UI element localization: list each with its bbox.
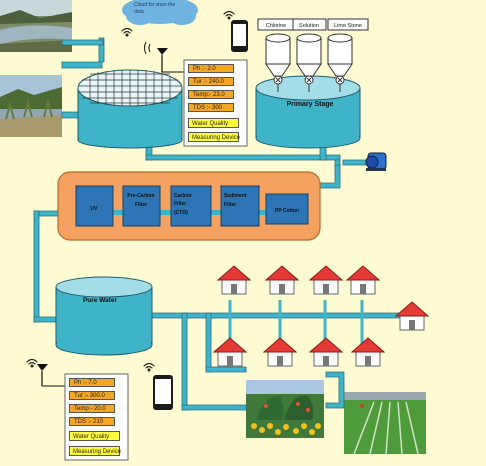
cloud-label: Cloud for store the data (134, 2, 177, 15)
wifi-icon (143, 362, 155, 372)
tds-reading: TDS :- 210 (69, 417, 115, 426)
house-icon (212, 337, 248, 367)
antenna-icon (144, 41, 186, 73)
temperature-reading: Temp:- 20.0 (69, 404, 115, 413)
turbidity-reading: Tur :- 240.0 (188, 77, 234, 86)
carbon-filter-label: Carbon (174, 193, 192, 199)
top-sensor-readings: Ph :- 2.0 Tur :- 240.0 Temp:- 23.0 TDS :… (188, 64, 244, 144)
house-icon (345, 265, 381, 295)
chlorine-label: Chlorine (266, 23, 286, 29)
bottom-sensor-readings: Ph :- 7.0 Tur :- 300.0 Temp:- 20.0 TDS :… (69, 378, 125, 458)
flower-garden-photo (246, 380, 324, 438)
tds-reading: TDS :- 300 (188, 103, 234, 112)
sediment-filter-label: Filter (224, 202, 236, 208)
smartphone-icon (153, 375, 173, 410)
turbidity-reading: Tur :- 300.0 (69, 391, 115, 400)
house-icon (216, 265, 252, 295)
ph-reading: Ph :- 7.0 (69, 378, 115, 387)
house-icon (350, 337, 386, 367)
cloud-icon (122, 0, 198, 25)
house-icon (308, 265, 344, 295)
house-connectors (228, 300, 364, 345)
house-icon (264, 265, 300, 295)
wifi-icon (121, 27, 133, 37)
wifi-icon (223, 10, 235, 20)
houses (212, 265, 430, 367)
uv-filter-label: UV (91, 206, 99, 212)
pure-water-tank (55, 276, 153, 356)
primary-stage-label: Primary Stage (286, 101, 333, 108)
wifi-icon (26, 358, 38, 368)
solution-label: Solution (299, 23, 319, 29)
smartphone-icon (231, 20, 248, 52)
lake-photo (0, 75, 62, 137)
ph-reading: Ph :- 2.0 (188, 64, 234, 73)
chlorine-hopper (265, 33, 291, 85)
raw-water-tank (77, 69, 183, 149)
river-photo (0, 0, 72, 52)
carbon-filter-label: (CTO) (174, 210, 188, 216)
pp-cotton-label: PP Cotton (275, 208, 299, 214)
limestone-label: Lime Stone (334, 23, 362, 29)
solution-hopper (296, 33, 322, 85)
limestone-hopper (327, 33, 353, 85)
antenna-icon (37, 364, 66, 387)
rice-field-photo (344, 392, 426, 454)
house-icon (394, 301, 430, 331)
carbon-filter-label: Filter (174, 201, 186, 207)
pre-carbon-label: Pre-Carbon (127, 193, 154, 199)
primary-stage-tank (255, 75, 361, 149)
pre-carbon-label: Filter (135, 202, 147, 208)
chemical-hoppers (265, 33, 353, 92)
chemical-labels: Chlorine Solution Lime Stone (257, 18, 369, 31)
measuring-device-label: Measuring Device (69, 446, 121, 456)
house-icon (308, 337, 344, 367)
filter-panel (57, 171, 321, 241)
water-quality-label: Water Quality (69, 431, 120, 441)
filter-labels: UV Pre-Carbon Filter Carbon Filter (CTO)… (91, 193, 300, 216)
sediment-filter-label: Sediment (224, 193, 247, 199)
pure-water-label: Pure Water (83, 297, 118, 304)
temperature-reading: Temp:- 23.0 (188, 90, 234, 99)
water-quality-label: Water Quality (188, 118, 239, 128)
house-icon (262, 337, 298, 367)
measuring-device-label: Measuring Device (188, 132, 240, 142)
pump-icon (365, 152, 387, 171)
